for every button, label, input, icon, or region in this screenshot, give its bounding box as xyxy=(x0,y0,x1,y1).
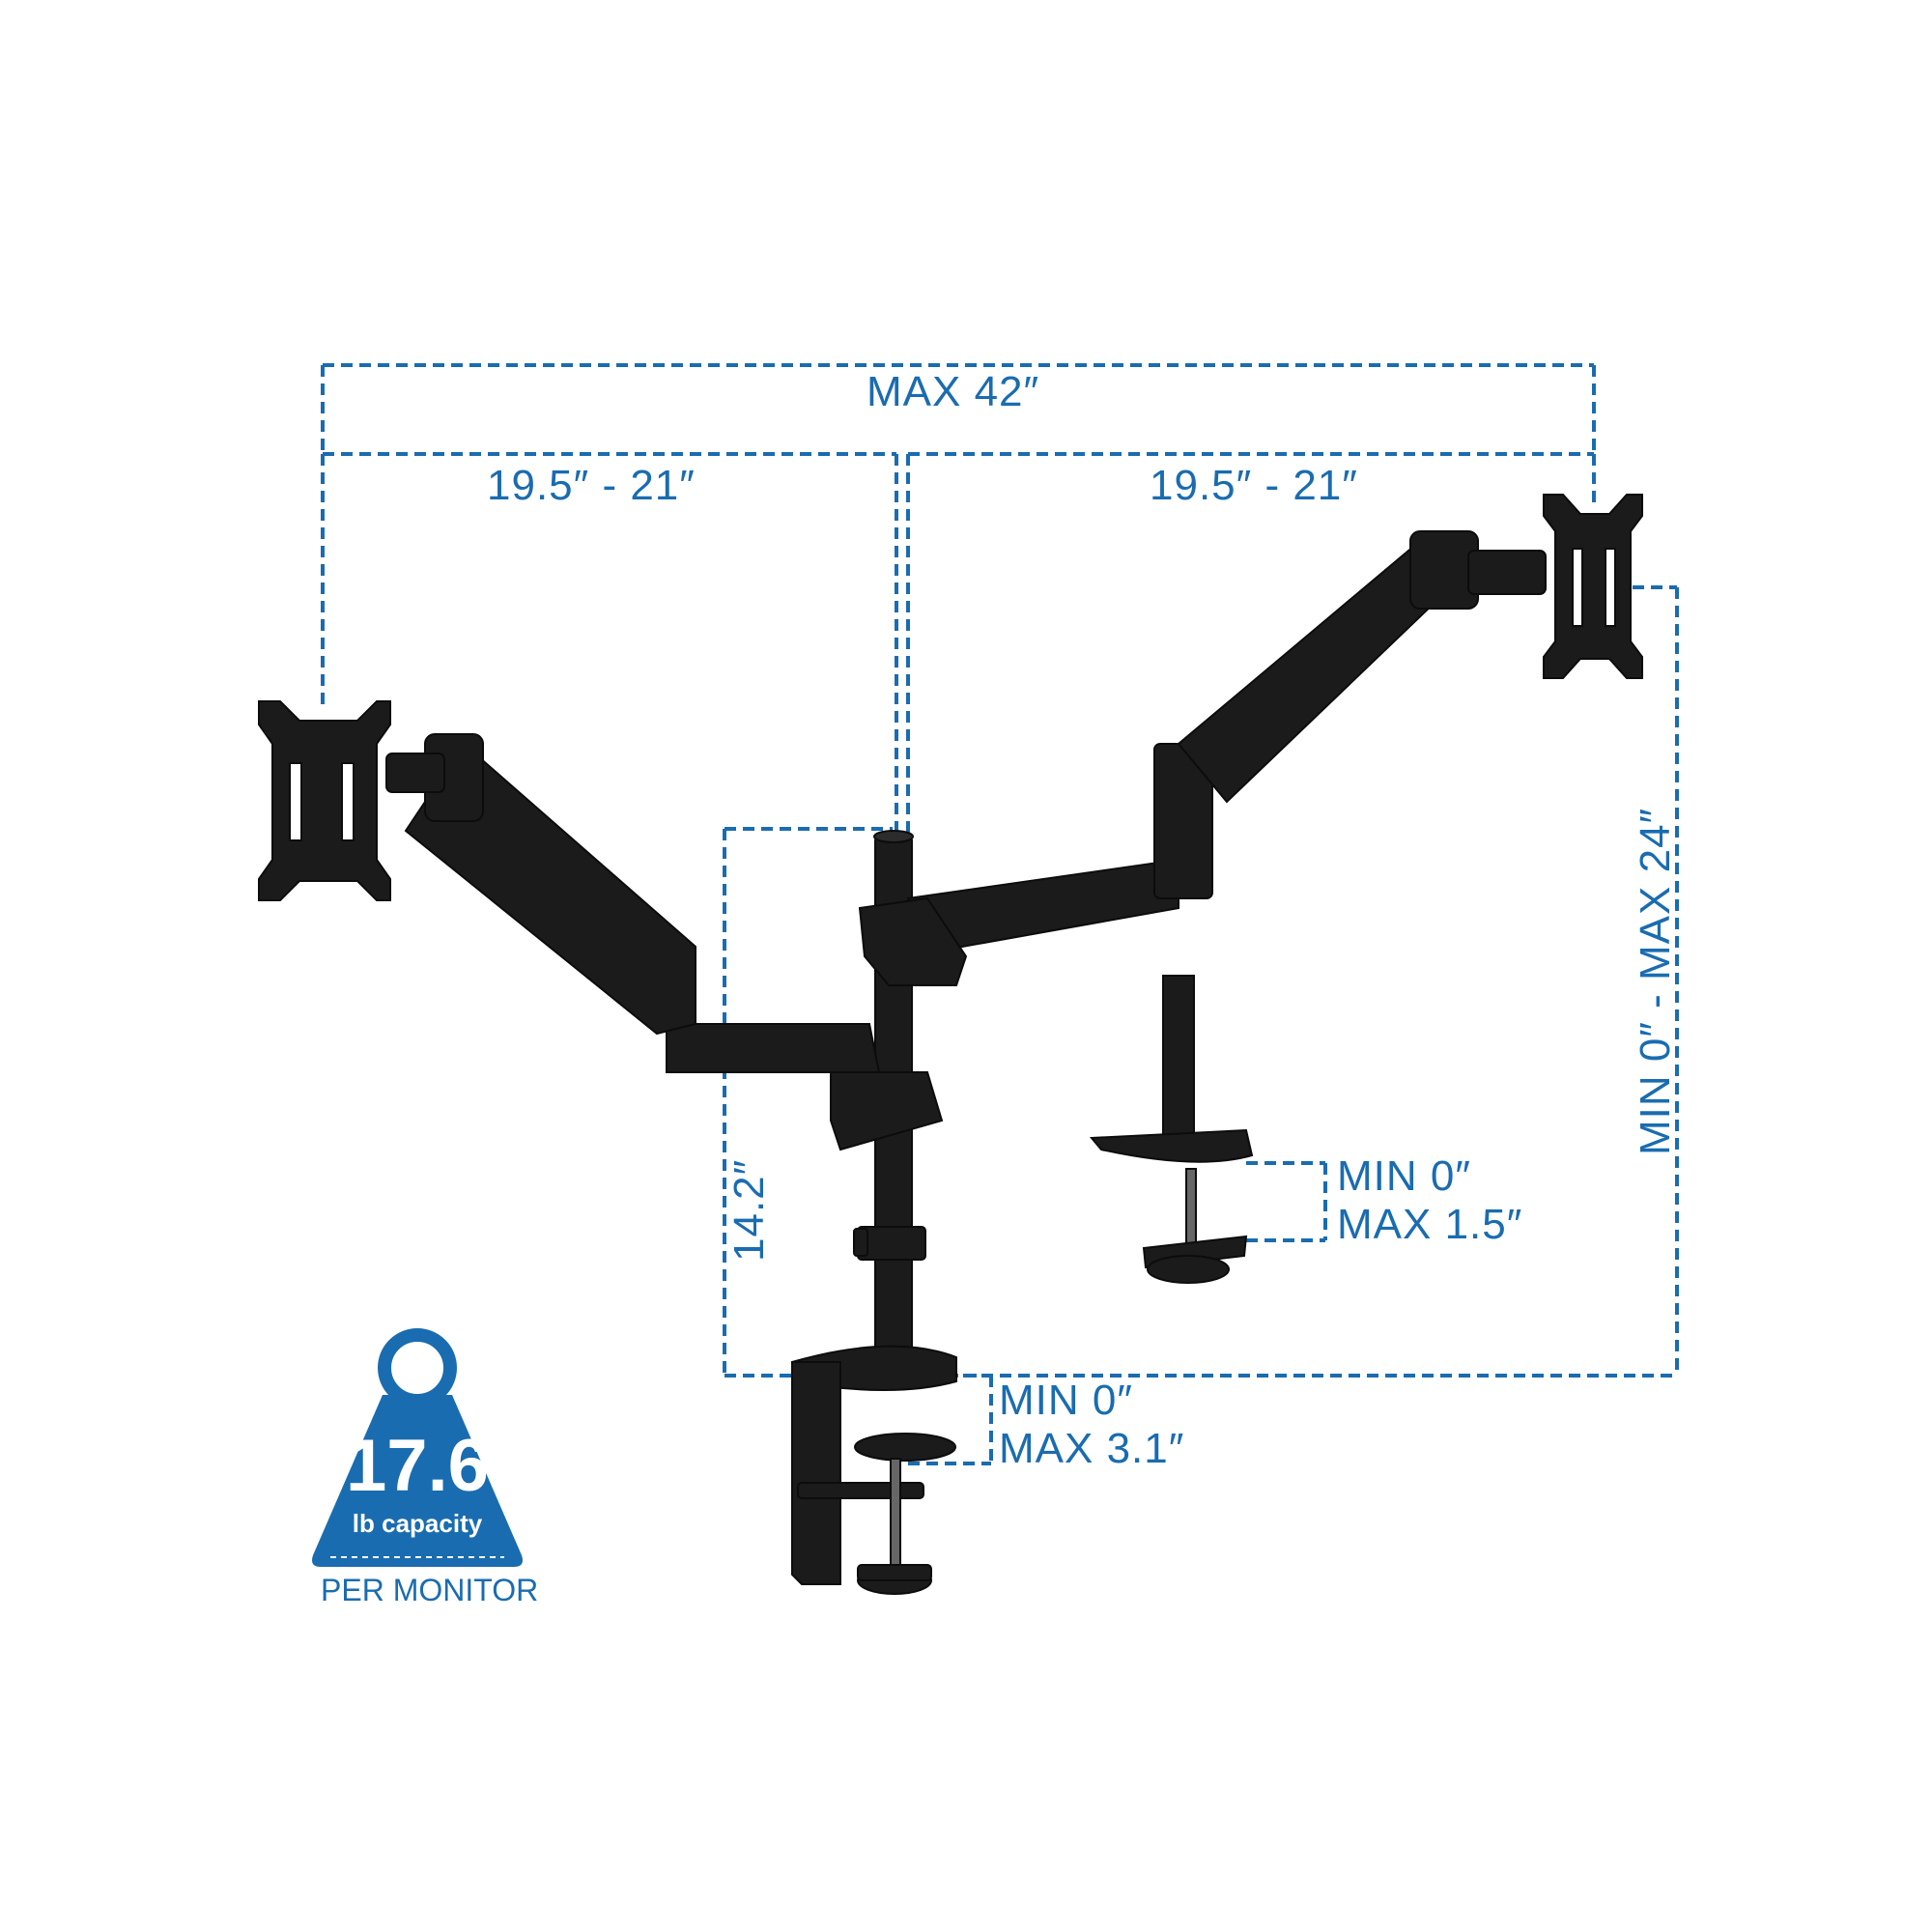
grommet-min-label: MIN 0″ xyxy=(1337,1152,1471,1200)
max-width-label: MAX 42″ xyxy=(867,368,1040,415)
clamp-max-label: MAX 3.1″ xyxy=(999,1425,1185,1472)
right-tilt-joint xyxy=(1467,550,1547,595)
clamp-min-label: MIN 0″ xyxy=(999,1377,1133,1424)
right-vesa-slot-2 xyxy=(1605,548,1616,627)
left-vesa-slot-2 xyxy=(341,762,355,841)
dimension-lines xyxy=(321,363,1679,1465)
left-arm-label: 19.5″ - 21″ xyxy=(487,462,696,509)
right-arm-label: 19.5″ - 21″ xyxy=(1150,462,1358,509)
right-vesa-slot xyxy=(1572,548,1583,627)
pole-cap xyxy=(873,830,914,843)
grommet-pole xyxy=(1162,975,1195,1141)
left-tilt-joint xyxy=(385,753,445,793)
grommet-knob xyxy=(1147,1255,1230,1284)
right-arm-joint xyxy=(858,896,968,986)
left-arm-lower xyxy=(666,1023,881,1073)
clamp-jaw xyxy=(797,1482,924,1499)
left-vesa-plate xyxy=(258,700,391,901)
right-vesa-plate xyxy=(1543,494,1643,679)
clamp-pad xyxy=(854,1433,956,1462)
clamp-screw xyxy=(890,1458,901,1566)
capacity-unit: lb capacity xyxy=(352,1509,483,1538)
pole-height-label: 14.2″ xyxy=(725,1158,773,1262)
collar-knob xyxy=(853,1228,868,1257)
weight-icon xyxy=(312,1328,523,1567)
grommet-plate xyxy=(1089,1128,1254,1163)
grommet-screw xyxy=(1185,1168,1197,1247)
left-arm-joint xyxy=(830,1071,944,1151)
height-range-label: MIN 0″ - MAX 24″ xyxy=(1632,807,1679,1155)
monitor-mount xyxy=(258,494,1643,1595)
weight-body xyxy=(312,1395,523,1567)
clamp-knob-body xyxy=(857,1564,932,1581)
c-clamp-spine xyxy=(791,1361,841,1585)
capacity-value: 17.6 xyxy=(346,1425,489,1507)
grommet-max-label: MAX 1.5″ xyxy=(1337,1201,1523,1248)
left-vesa-slot xyxy=(289,762,302,841)
capacity-note: PER MONITOR xyxy=(321,1573,539,1607)
